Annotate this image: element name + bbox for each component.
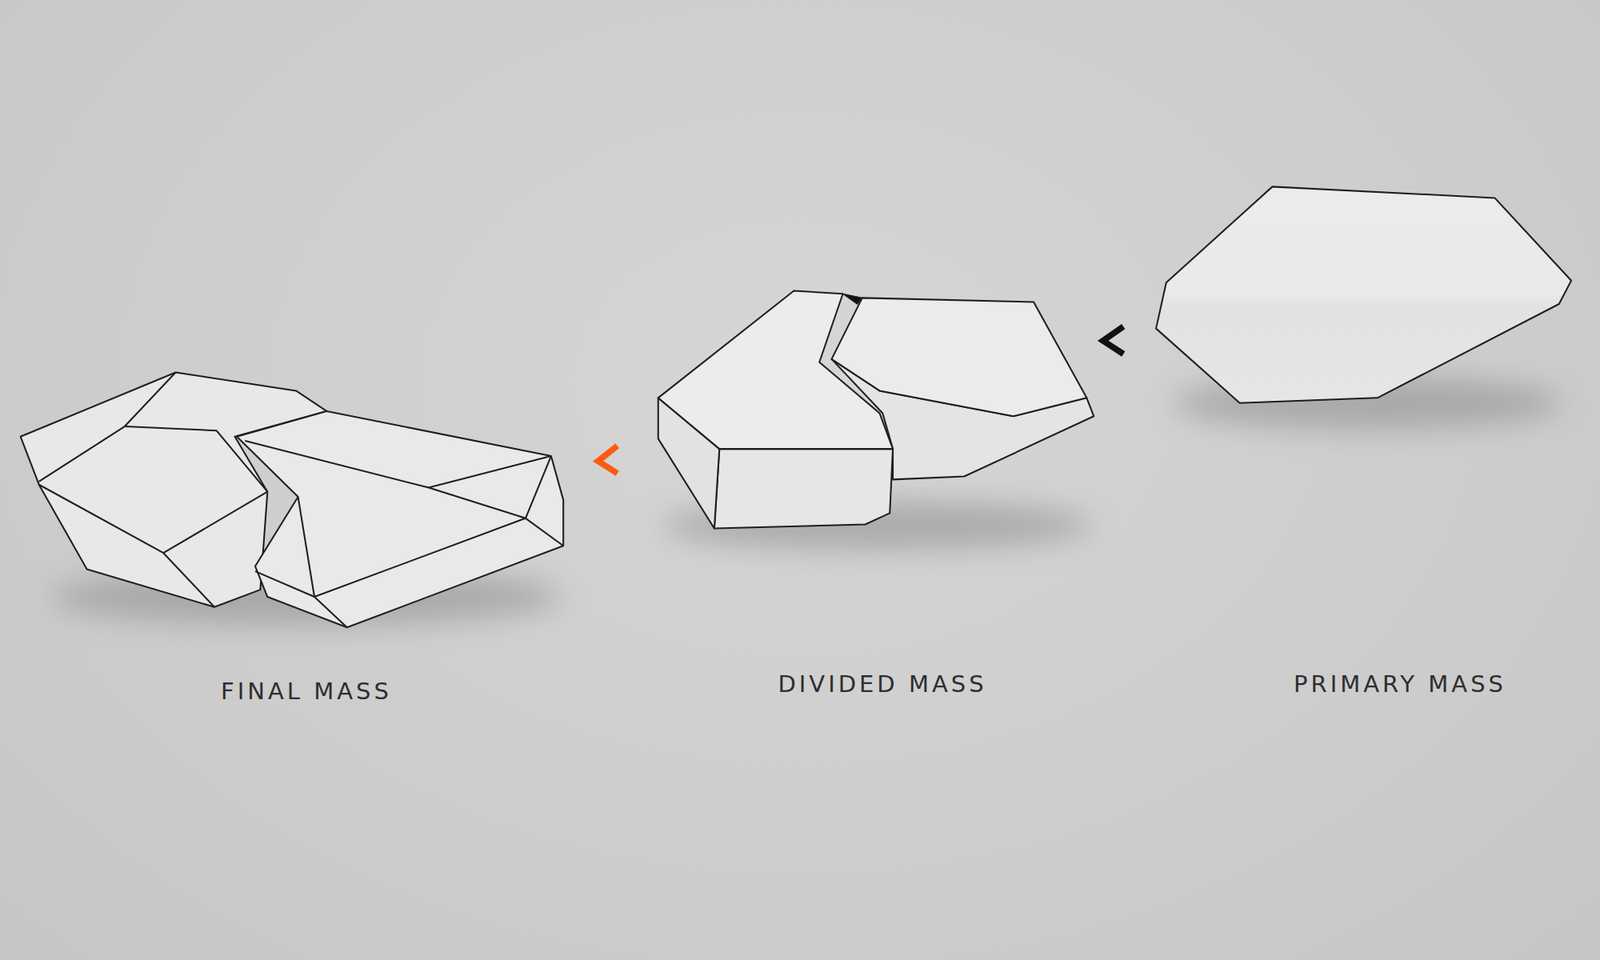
mass-label: DIVIDED MASS	[777, 670, 987, 698]
mass-label: FINAL MASS	[220, 677, 392, 705]
mass-label: PRIMARY MASS	[1293, 670, 1507, 698]
divided-mass	[658, 290, 1095, 528]
direction-chevron	[1103, 326, 1124, 354]
final-mass	[20, 372, 564, 628]
primary-mass	[1156, 186, 1572, 403]
direction-chevron	[598, 445, 618, 473]
